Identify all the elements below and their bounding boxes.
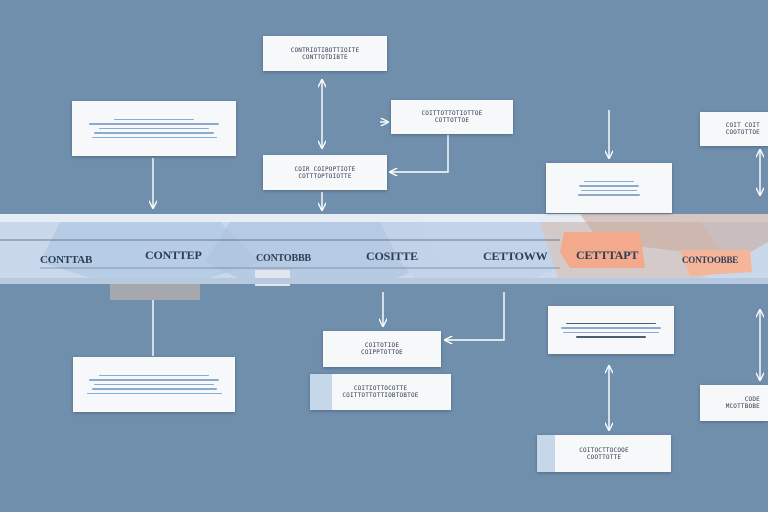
text-line [576, 336, 646, 338]
text-line [92, 137, 217, 139]
text-line [99, 128, 209, 130]
text-line [579, 185, 639, 187]
text-line [566, 323, 656, 325]
text-line [94, 132, 214, 134]
bottom-right-card-b: COITOCTTOCOOE COOTTOTTE [537, 435, 671, 472]
card-title: COITTOTTOTIOTTOE COTTOTTOE [422, 110, 483, 124]
right-top-card: COIT COIT COOTOTTOE [700, 112, 768, 146]
card-title: COITIOTTOCOTTE COITTOTTOTTIOBTOBTOE [342, 385, 418, 399]
text-line [114, 119, 194, 121]
bottom-left-card [73, 357, 235, 412]
band-label: CONTOOBBE [682, 255, 738, 265]
text-line [89, 379, 219, 381]
text-line [87, 393, 222, 395]
band-label: CETTOWW [483, 249, 547, 264]
band-label: CONTOBBB [256, 253, 311, 264]
text-line [563, 332, 659, 334]
mid-right-small-card: COITTOTTOTIOTTOE COTTOTTOE [391, 100, 513, 134]
card-title: COITOTIOE COIPPTOTTOE [361, 342, 403, 356]
bottom-far-right-card: CODE MCOTTBOBE [700, 385, 768, 421]
mid-center-card: COIR COIPOPTIOTE COTTTOPTOIOTTE [263, 155, 387, 190]
bottom-right-card-a [548, 306, 674, 354]
top-center-card: CONTRIOTIBOTTIOITE CONTTOTDIBTE [263, 36, 387, 71]
card-title: COIT COIT COOTOTTOE [726, 122, 760, 136]
right-card [546, 163, 672, 213]
text-line [578, 194, 640, 196]
top-left-card [72, 101, 236, 156]
band-label: COSITTE [366, 249, 418, 264]
text-line [94, 384, 214, 386]
card-title: COITOCTTOCOOE COOTTOTTE [579, 447, 629, 461]
bottom-center-card-b: COITIOTTOCOTTE COITTOTTOTTIOBTOBTOE [310, 374, 451, 410]
text-line [92, 388, 217, 390]
text-line [89, 123, 219, 125]
text-line [584, 181, 634, 183]
card-title: CONTRIOTIBOTTIOITE CONTTOTDIBTE [291, 47, 360, 61]
text-line [561, 327, 661, 329]
text-line [581, 190, 637, 192]
bottom-center-card-a: COITOTIOE COIPPTOTTOE [323, 331, 441, 367]
band-label: CONTTAB [40, 254, 92, 266]
text-line [99, 375, 209, 377]
card-title: CODE MCOTTBOBE [726, 396, 760, 410]
card-title: COIR COIPOPTIOTE COTTTOPTOIOTTE [295, 166, 356, 180]
band-label: CONTTEP [145, 248, 202, 263]
band-label: CETTTAPT [576, 248, 638, 263]
